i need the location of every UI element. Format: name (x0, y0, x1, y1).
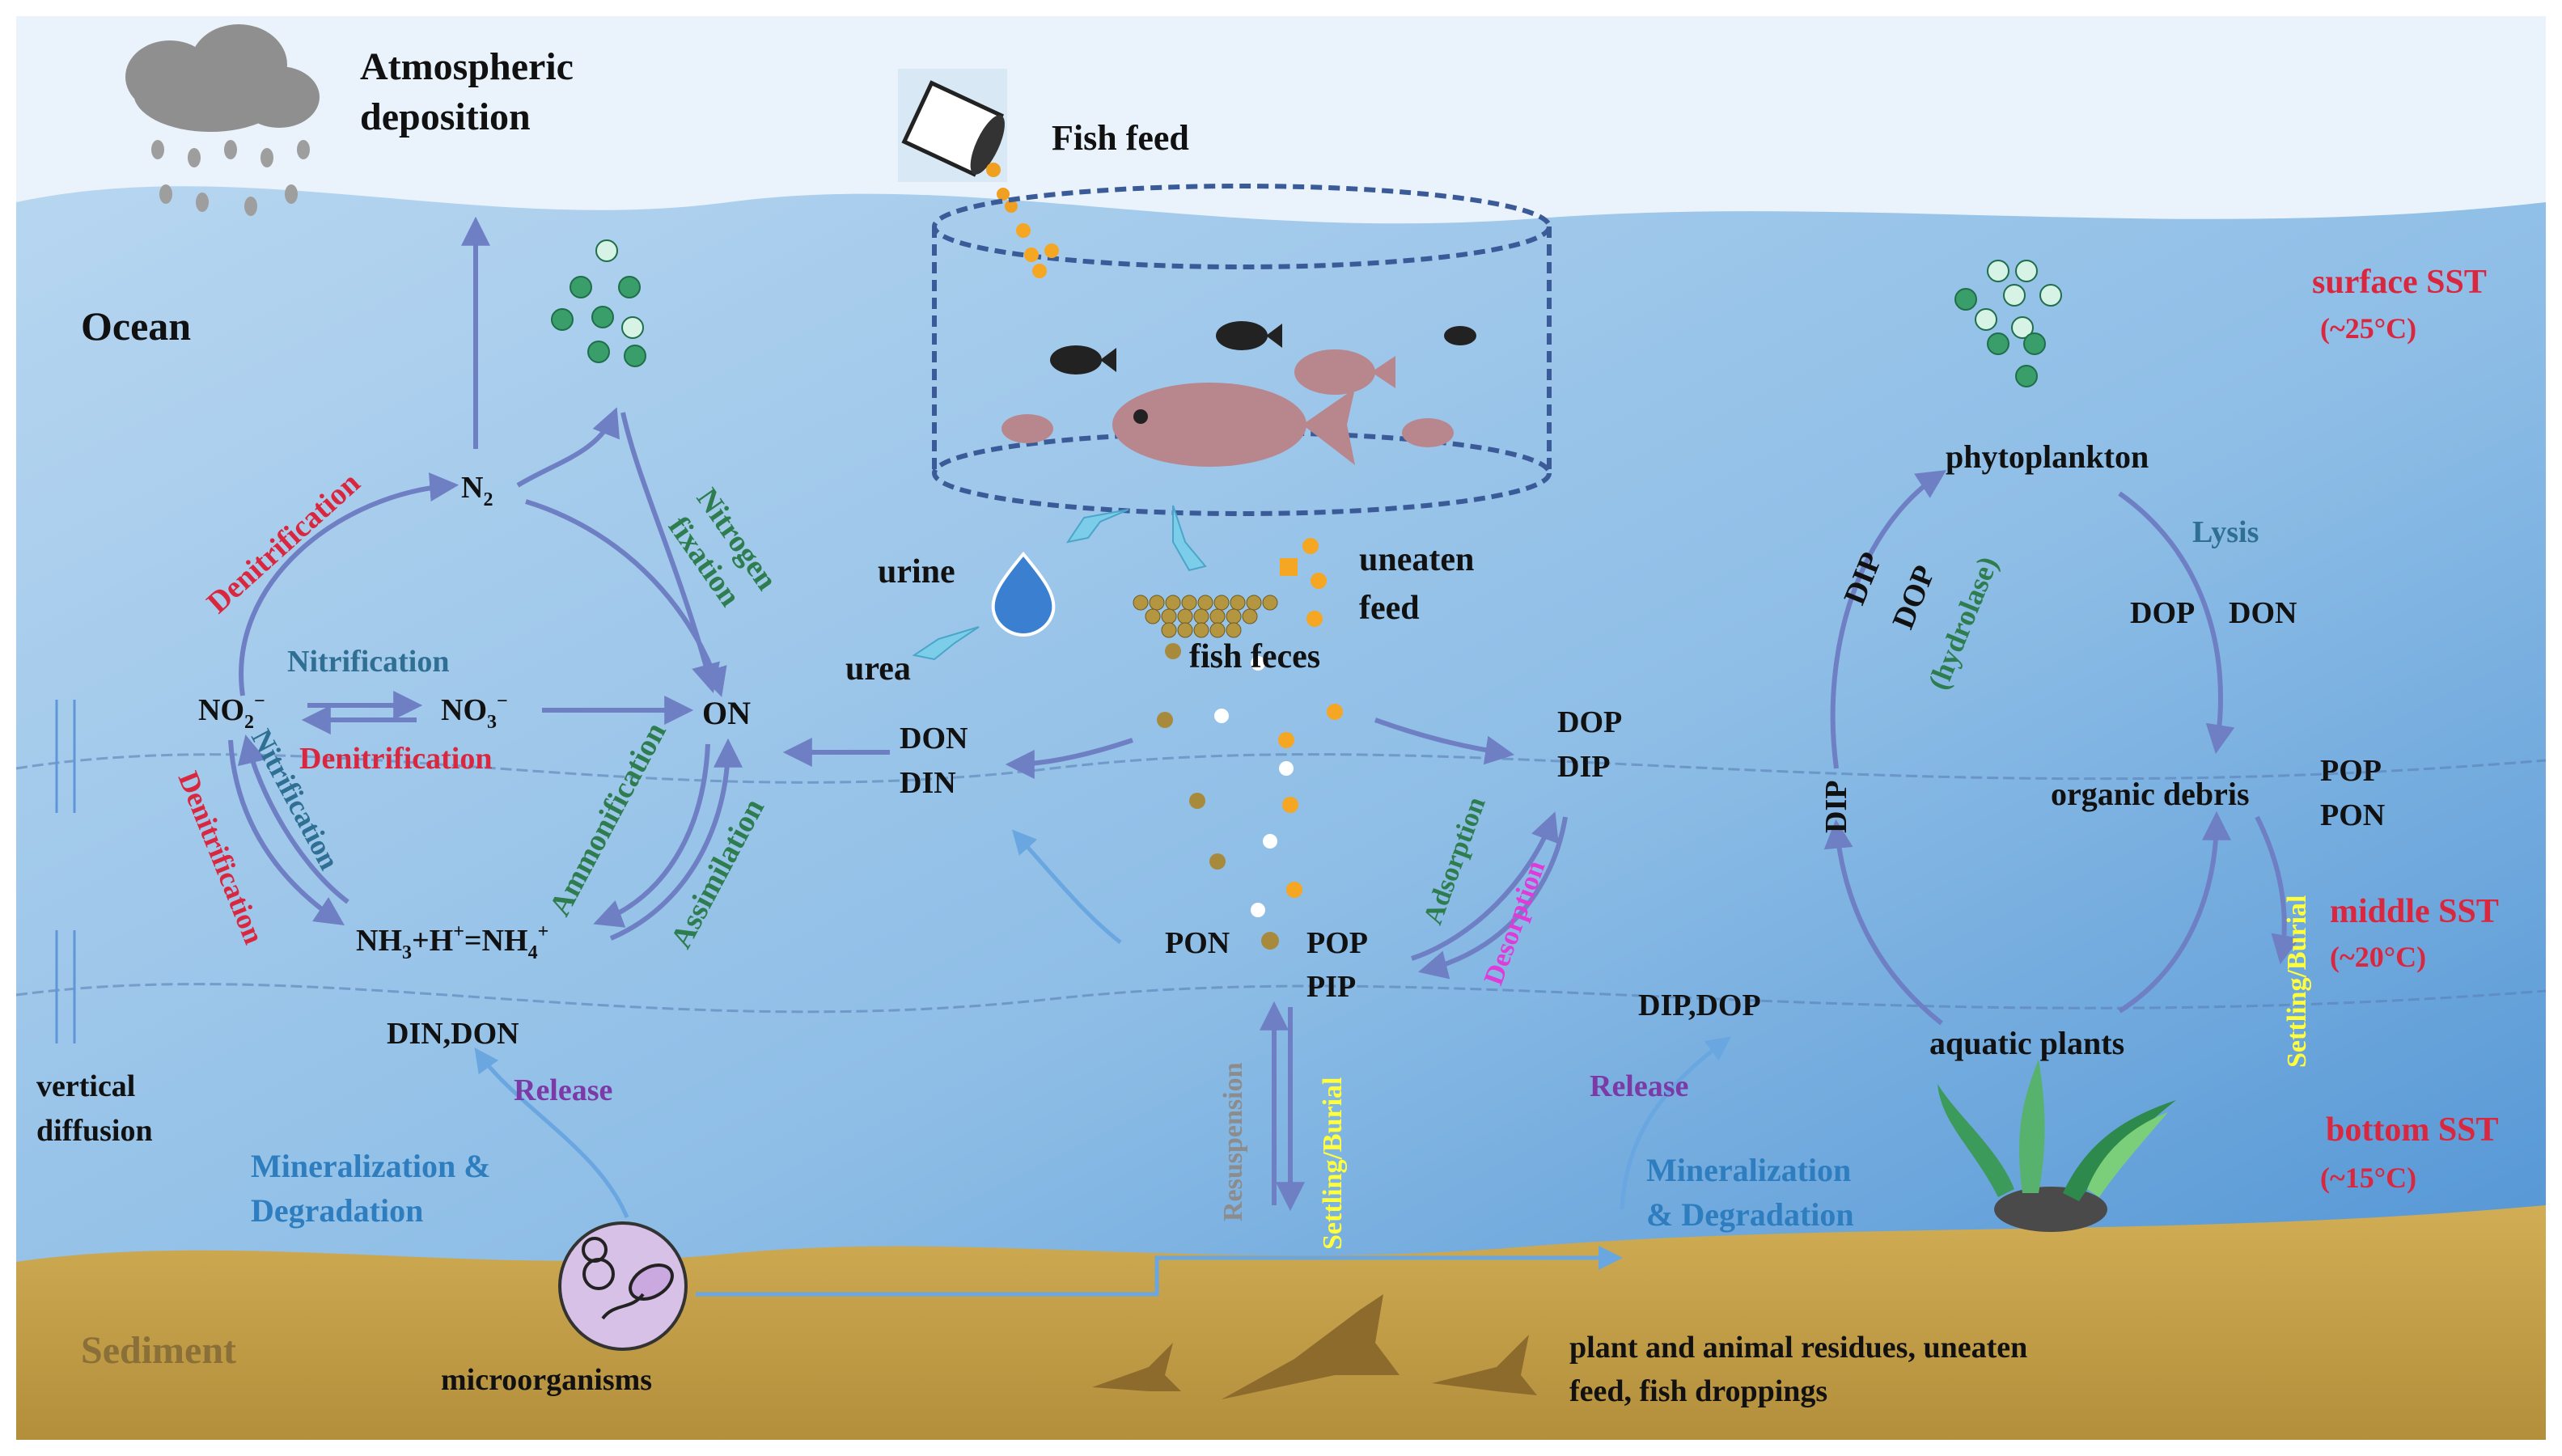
rain-cloud-icon (125, 24, 320, 216)
resuspension-label: Resuspension (1218, 1062, 1248, 1221)
sediment-label: Sediment (81, 1329, 236, 1372)
residues-label-2: feed, fish droppings (1569, 1374, 1827, 1408)
uneaten-feed-icon (1280, 538, 1327, 627)
feed-bucket-icon (898, 69, 1018, 213)
middle-sst-label: middle SST (2330, 893, 2499, 930)
uneaten-label: uneaten (1359, 541, 1474, 578)
arrow-to-algae (516, 407, 620, 488)
arrow-pon-up (1011, 829, 1122, 944)
nh3-nh4-label: NH3+H+=NH4+ (356, 921, 548, 963)
arrow-to-don-din (1005, 738, 1133, 779)
settling-right-label: Settling/Burial (2282, 895, 2312, 1068)
arrow-dip-phyto (1830, 470, 1947, 769)
fish-feed-label: Fish feed (1052, 118, 1189, 158)
algae-cluster-right (1954, 260, 2062, 387)
arrow-on-nh4 (593, 743, 710, 928)
don-label: DON (900, 722, 968, 756)
atmos-label-1: Atmospheric (360, 45, 574, 88)
lower-layer-line (15, 983, 2547, 1014)
arrow-no2-n2 (239, 472, 459, 696)
dip-dop-label: DIP,DOP (1638, 988, 1761, 1022)
fish-skeleton-icon (1092, 1294, 1537, 1399)
denitrification-mid-label: Denitrification (299, 742, 493, 776)
dip-bottom-label: DIP (1819, 781, 1853, 833)
lysis-label: Lysis (2192, 515, 2259, 549)
pon-right-label: PON (2320, 798, 2385, 832)
feed-label: feed (1359, 590, 1420, 627)
ocean-label: Ocean (81, 303, 191, 349)
phytoplankton-label: phytoplankton (1946, 438, 2149, 475)
dip-label: DIP (1557, 750, 1610, 784)
diffusion-label: diffusion (36, 1114, 153, 1148)
arrow-desorption (1418, 816, 1568, 980)
residues-label-1: plant and animal residues, uneaten (1569, 1331, 2027, 1365)
cage-output-arrows (912, 505, 1207, 661)
bottom-temp-label: (~15°C) (2320, 1162, 2416, 1194)
nitrification-label: Nitrification (287, 645, 450, 679)
mineral-left-label-1: Mineralization & (251, 1148, 491, 1184)
vertical-diffusion-icon (55, 700, 76, 1043)
arrow-to-dop-dip (1374, 717, 1515, 765)
mineral-mid-label-1: Mineralization (1646, 1152, 1851, 1188)
arrows (228, 216, 2300, 1212)
arrow-sed-release-mid (1620, 1036, 1731, 1210)
seaweed-icon (1937, 1060, 2176, 1232)
pip-label: PIP (1306, 970, 1356, 1004)
upper-layer-line (15, 753, 2547, 784)
release-mid-label: Release (1590, 1069, 1688, 1103)
fish-feces-label: fish feces (1189, 638, 1320, 675)
atmos-label-2: deposition (360, 95, 531, 138)
din-don-label: DIN,DON (387, 1017, 519, 1051)
vertical-label: vertical (36, 1069, 135, 1103)
arrow-nh4-no2 (237, 734, 349, 904)
dop-right-label: DOP (2130, 596, 2195, 630)
on-label: ON (702, 695, 751, 731)
urea-label: urea (845, 650, 911, 688)
arrow-phyto-debris (2118, 491, 2235, 755)
urine-label: urine (878, 553, 955, 590)
mineral-left-label-2: Degradation (251, 1192, 423, 1229)
middle-temp-label: (~20°C) (2330, 941, 2426, 973)
organic-debris-label: organic debris (2051, 776, 2250, 812)
release-left-label: Release (514, 1073, 612, 1107)
sinking-particles (1157, 643, 1343, 950)
microorganisms-icon (558, 1221, 688, 1351)
dop-label: DOP (1557, 705, 1622, 739)
arrow-sed-release-left (474, 1048, 629, 1218)
no3-label: NO3− (441, 691, 508, 733)
pop-label: POP (1306, 926, 1368, 960)
arrow-n2-on (525, 499, 727, 697)
din-label: DIN (900, 766, 956, 800)
n2-label: N2 (461, 471, 493, 510)
feces-pile-icon (1133, 595, 1278, 638)
aquatic-plants-label: aquatic plants (1929, 1025, 2124, 1061)
light-arrows (474, 829, 1731, 1297)
fish-icon (1002, 321, 1476, 467)
bottom-sst-label: bottom SST (2326, 1111, 2499, 1149)
urine-drop-icon (991, 551, 1056, 637)
arrow-debris-plants (2118, 811, 2231, 1014)
microorganisms-label: microorganisms (441, 1363, 652, 1397)
algae-cluster-left (551, 239, 646, 367)
arrow-sed-to-mid (696, 1246, 1623, 1297)
mineral-mid-label-2: & Degradation (1646, 1196, 1854, 1233)
don-right-label: DON (2229, 596, 2297, 630)
settling-mid-label: Settling/Burial (1318, 1077, 1348, 1250)
no2-label: NO2− (198, 691, 265, 733)
surface-sst-label: surface SST (2312, 264, 2487, 301)
arrow-plants-dip (1823, 819, 1943, 1026)
arrow-settling-right (2255, 815, 2300, 965)
arrow-adsorption (1411, 811, 1559, 961)
arrow-no2-nh4 (228, 739, 345, 925)
cage-feed-pellets (1016, 223, 1059, 278)
pop-right-label: POP (2320, 754, 2382, 788)
surface-temp-label: (~25°C) (2320, 312, 2416, 345)
arrow-nh4-on (609, 738, 743, 941)
pon-label: PON (1165, 926, 1230, 960)
